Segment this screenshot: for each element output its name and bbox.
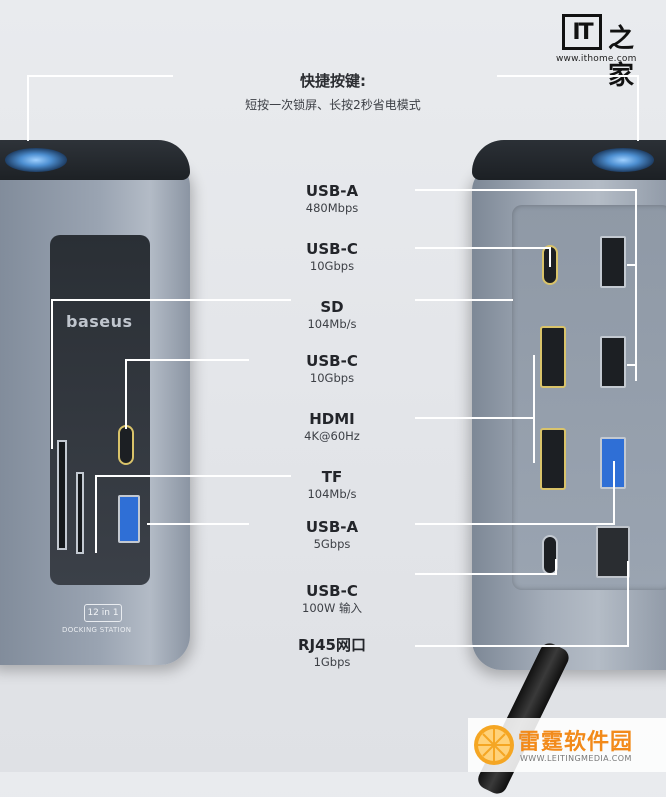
label-spec: 1Gbps: [313, 655, 351, 669]
sd-slot: [57, 440, 67, 550]
hdmi-port-2: [540, 428, 566, 490]
label-spec: 10Gbps: [309, 371, 355, 385]
label-rj45: RJ45网口 1Gbps: [262, 636, 402, 670]
ithome-url: www.ithome.com: [556, 54, 637, 64]
label-name: HDMI: [309, 410, 355, 428]
label-sd: SD 104Mb/s: [262, 298, 402, 332]
left-usba-port: [118, 495, 140, 543]
label-name: USB-A: [305, 518, 359, 536]
line-sd: [51, 299, 291, 449]
docking-station-text: DOCKING STATION: [62, 626, 132, 634]
label-spec: 10Gbps: [309, 259, 355, 273]
ithome-logo-mark: IT: [562, 14, 602, 50]
label-name: TF: [321, 468, 343, 486]
line-tf: [95, 475, 291, 553]
orange-slice-icon: [474, 725, 514, 765]
label-hdmi: HDMI 4K@60Hz: [262, 410, 402, 444]
label-usbc-pd: USB-C 100W 输入: [262, 582, 402, 616]
label-spec: 104Mb/s: [307, 317, 357, 331]
label-usbc-right: USB-C 10Gbps: [262, 240, 402, 274]
label-name: SD: [320, 298, 344, 316]
line-pd-input: [415, 559, 557, 575]
label-usbc-left: USB-C 10Gbps: [262, 352, 402, 386]
right-shortcut-button: [592, 148, 654, 172]
hdmi-port-1: [540, 326, 566, 388]
label-spec: 104Mb/s: [307, 487, 357, 501]
label-tf: TF 104Mb/s: [262, 468, 402, 502]
leitingmedia-name: 雷霆软件园: [518, 730, 634, 755]
label-spec: 4K@60Hz: [304, 429, 360, 443]
label-usba-480: USB-A 480Mbps: [262, 182, 402, 216]
shortcut-key-description: 短按一次锁屏、长按2秒省电模式: [245, 98, 421, 112]
left-shortcut-button: [5, 148, 67, 172]
leitingmedia-url: WWW.LEITINGMEDIA.COM: [520, 754, 632, 763]
left-dock-top: [0, 140, 190, 180]
line-rj45: [415, 561, 629, 647]
label-name: USB-C: [306, 582, 358, 600]
rj45-port: [596, 526, 630, 578]
port-count-badge: 12 in 1: [84, 604, 122, 622]
brand-logo: baseus: [66, 312, 133, 331]
label-name: USB-C: [306, 240, 358, 258]
line-usba-5g-right: [415, 461, 615, 525]
line-usbc-left: [125, 359, 249, 429]
leader-lines: [0, 0, 666, 772]
label-name: USB-C: [306, 352, 358, 370]
line-usbc-right: [415, 247, 551, 267]
label-spec: 480Mbps: [305, 201, 359, 215]
line-usba-480: [415, 189, 637, 381]
right-dock-top: [472, 140, 666, 180]
header-line-left: [27, 75, 173, 141]
right-dock-back-panel: [512, 205, 666, 590]
header-line-right: [497, 75, 639, 141]
label-name: USB-A: [305, 182, 359, 200]
label-spec: 5Gbps: [313, 537, 351, 551]
tf-slot: [76, 472, 84, 554]
label-usba-5g: USB-A 5Gbps: [262, 518, 402, 552]
label-spec: 100W 输入: [302, 601, 362, 615]
usba-2-port-1: [600, 236, 626, 288]
leitingmedia-watermark: 雷霆软件园 WWW.LEITINGMEDIA.COM: [468, 718, 666, 772]
usba-2-port-2: [600, 336, 626, 388]
label-name: RJ45网口: [297, 636, 366, 654]
shortcut-key-title: 快捷按键:: [300, 72, 366, 90]
